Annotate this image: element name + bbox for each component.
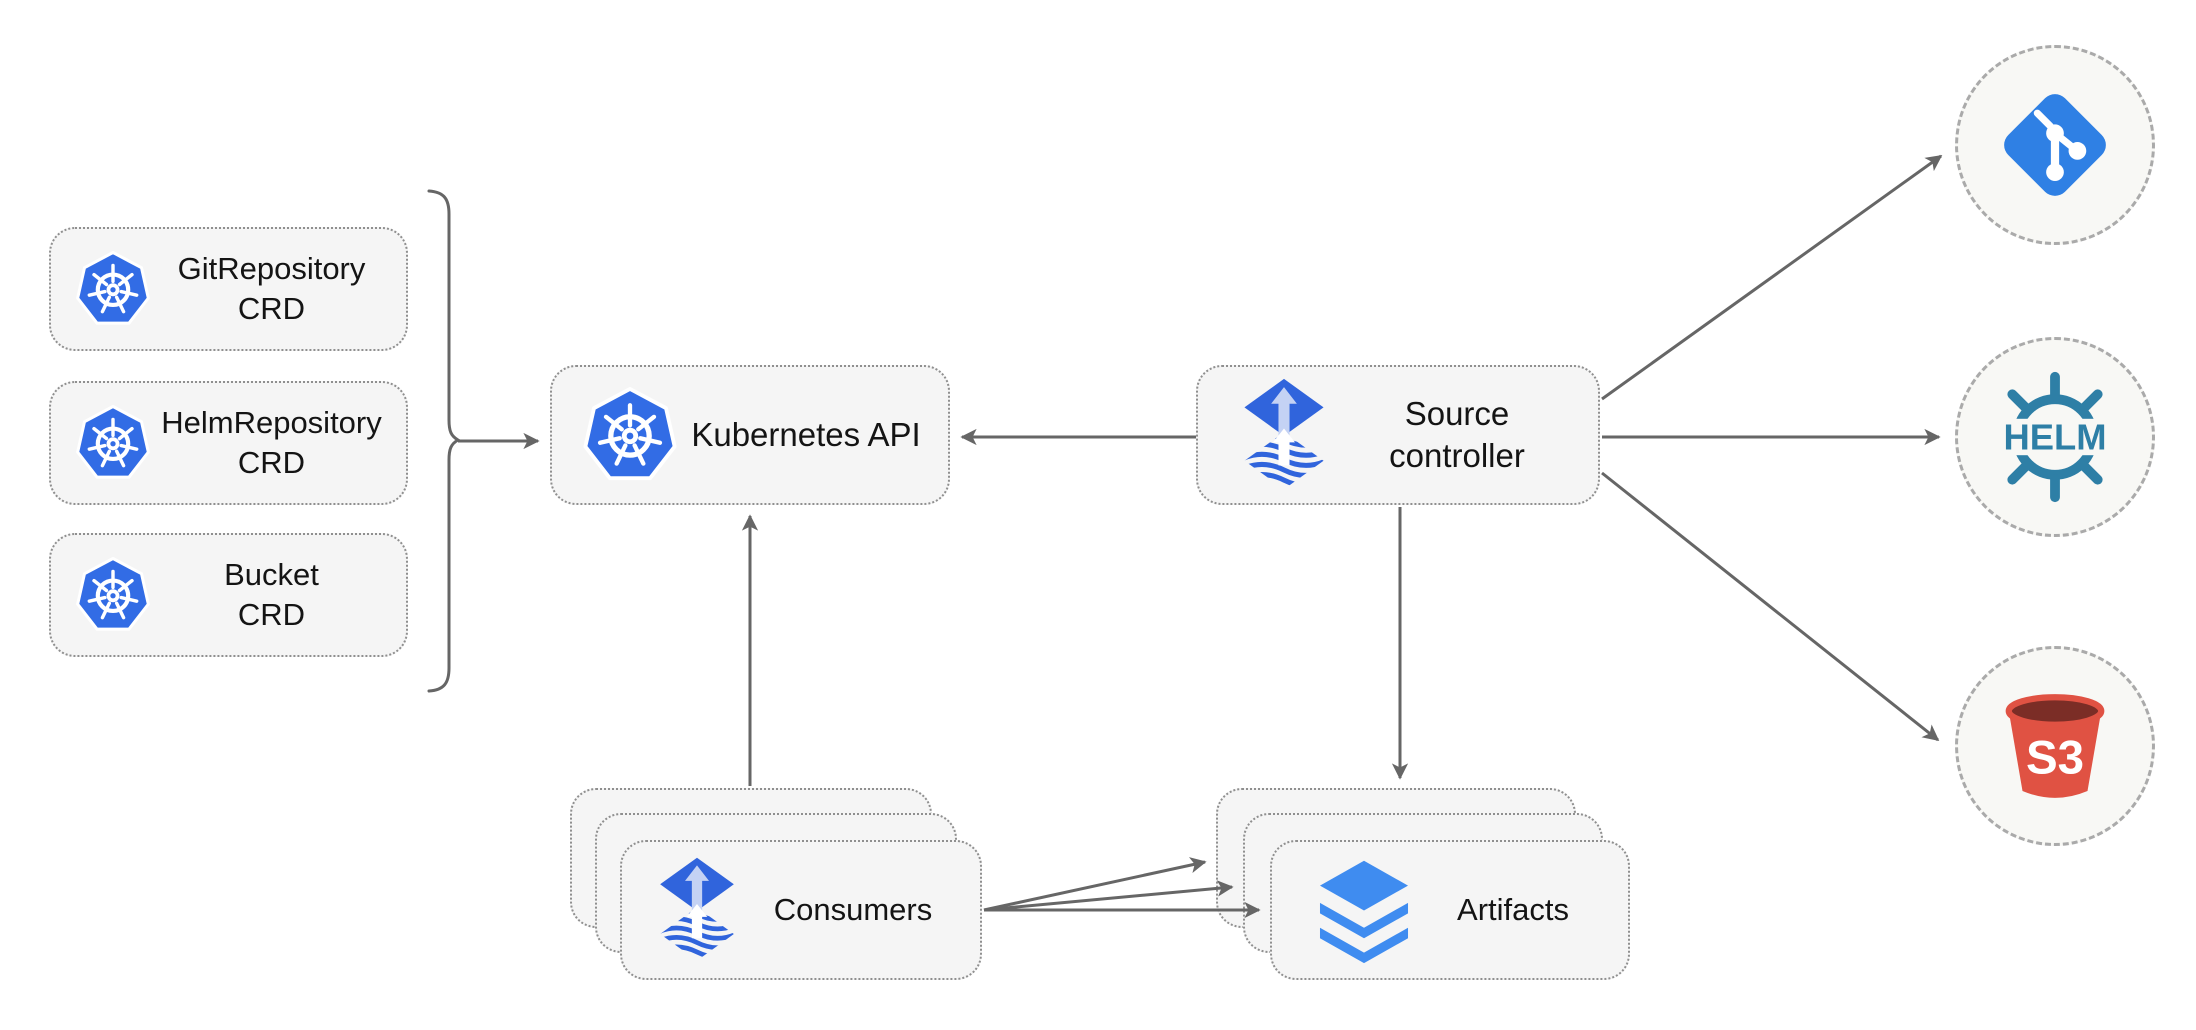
kubernetes-icon	[75, 251, 151, 327]
flux-icon	[654, 856, 740, 964]
node-source-controller: Source controller	[1196, 365, 1600, 505]
kubernetes-icon	[582, 387, 678, 483]
node-label: Kubernetes API	[691, 415, 921, 453]
node-label: Bucket CRD	[224, 557, 319, 632]
node-bucket-crd: Bucket CRD	[49, 533, 408, 657]
git-icon	[1996, 86, 2114, 204]
node-helm-source: HELM	[1955, 337, 2155, 537]
helm-wordmark: HELM	[2003, 417, 2106, 458]
flux-icon	[1238, 377, 1330, 493]
node-gitrepository-crd: GitRepository CRD	[49, 227, 408, 351]
node-helmrepository-crd: HelmRepository CRD	[49, 381, 408, 505]
arrow-consumers-to-artifacts-back	[983, 857, 1207, 912]
node-label: Consumers	[773, 892, 933, 928]
arrow-consumers-to-artifacts-middle	[983, 880, 1234, 912]
helm-icon: HELM	[1985, 367, 2125, 507]
node-label: Source controller	[1389, 394, 1525, 474]
node-label: GitRepository CRD	[177, 251, 366, 326]
node-consumers: Consumers	[620, 840, 982, 980]
node-label: Artifacts	[1457, 892, 1569, 928]
kubernetes-icon	[75, 557, 151, 633]
node-label: HelmRepository CRD	[161, 405, 382, 480]
s3-wordmark: S3	[2026, 732, 2084, 785]
arrow-source-controller-to-git	[1601, 154, 1943, 401]
node-kubernetes-api: Kubernetes API	[550, 365, 950, 505]
s3-bucket-icon: S3	[1992, 681, 2118, 811]
kubernetes-icon	[75, 405, 151, 481]
node-git-source	[1955, 45, 2155, 245]
crd-group-brace	[427, 189, 462, 693]
node-s3-source: S3	[1955, 646, 2155, 846]
arrow-source-controller-to-s3	[1601, 471, 1940, 742]
node-artifacts: Artifacts	[1270, 840, 1630, 980]
layers-icon	[1316, 855, 1412, 966]
